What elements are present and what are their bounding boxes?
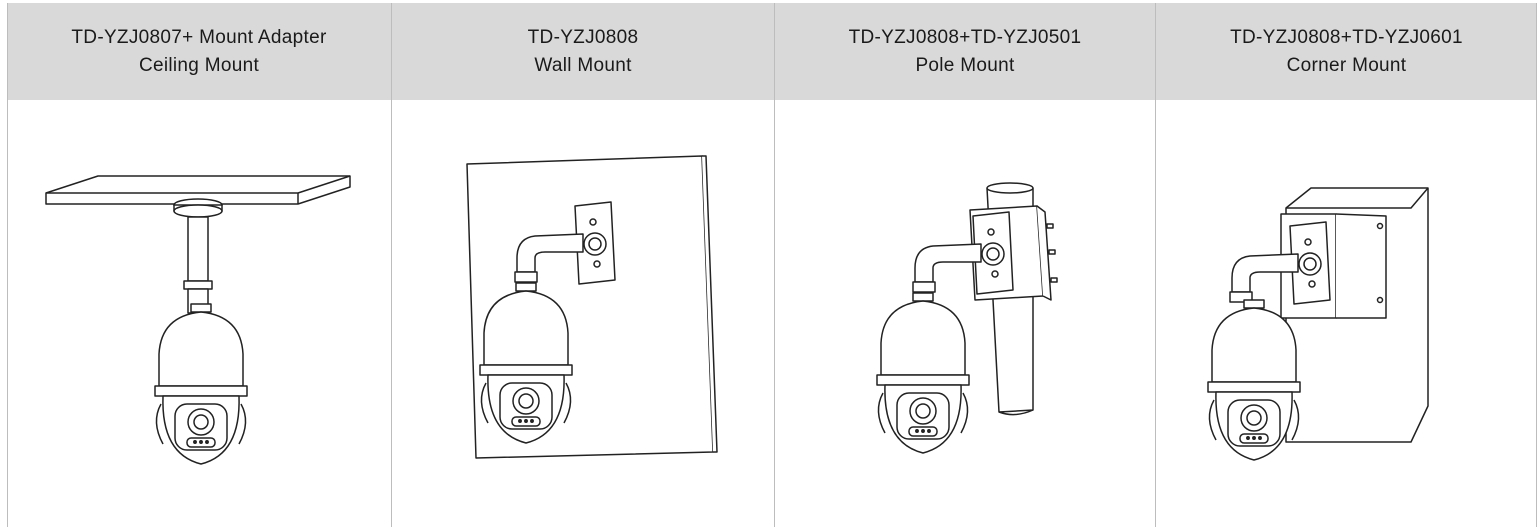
mount-options-table: TD-YZJ0807+ Mount Adapter Ceiling Mount … [7,3,1537,527]
column-divider [1536,3,1537,527]
ceiling-mount-camera-illustration [8,100,391,527]
header-model-text: TD-YZJ0807+ Mount Adapter [71,26,327,48]
column-divider [7,3,8,527]
header-mount-type-text: Pole Mount [915,54,1015,76]
header-cell-pole-mount: TD-YZJ0808+TD-YZJ0501 Pole Mount [775,3,1155,100]
column-divider [1155,3,1156,527]
corner-mount-camera-illustration [1156,100,1536,527]
header-model-text: TD-YZJ0808 [527,26,639,48]
header-cell-corner-mount: TD-YZJ0808+TD-YZJ0601 Corner Mount [1156,3,1537,100]
header-cell-ceiling-mount: TD-YZJ0807+ Mount Adapter Ceiling Mount [7,3,391,100]
wall-mount-camera-illustration [392,100,774,527]
column-divider [391,3,392,527]
header-mount-type-text: Corner Mount [1286,54,1407,76]
header-mount-type-text: Wall Mount [534,54,632,76]
header-mount-type-text: Ceiling Mount [138,54,260,76]
pole-mount-camera-illustration [775,100,1155,527]
header-model-text: TD-YZJ0808+TD-YZJ0501 [848,26,1082,48]
table-header-row: TD-YZJ0807+ Mount Adapter Ceiling Mount … [7,3,1537,100]
column-divider [774,3,775,527]
header-model-text: TD-YZJ0808+TD-YZJ0601 [1230,26,1463,48]
header-cell-wall-mount: TD-YZJ0808 Wall Mount [392,3,774,100]
